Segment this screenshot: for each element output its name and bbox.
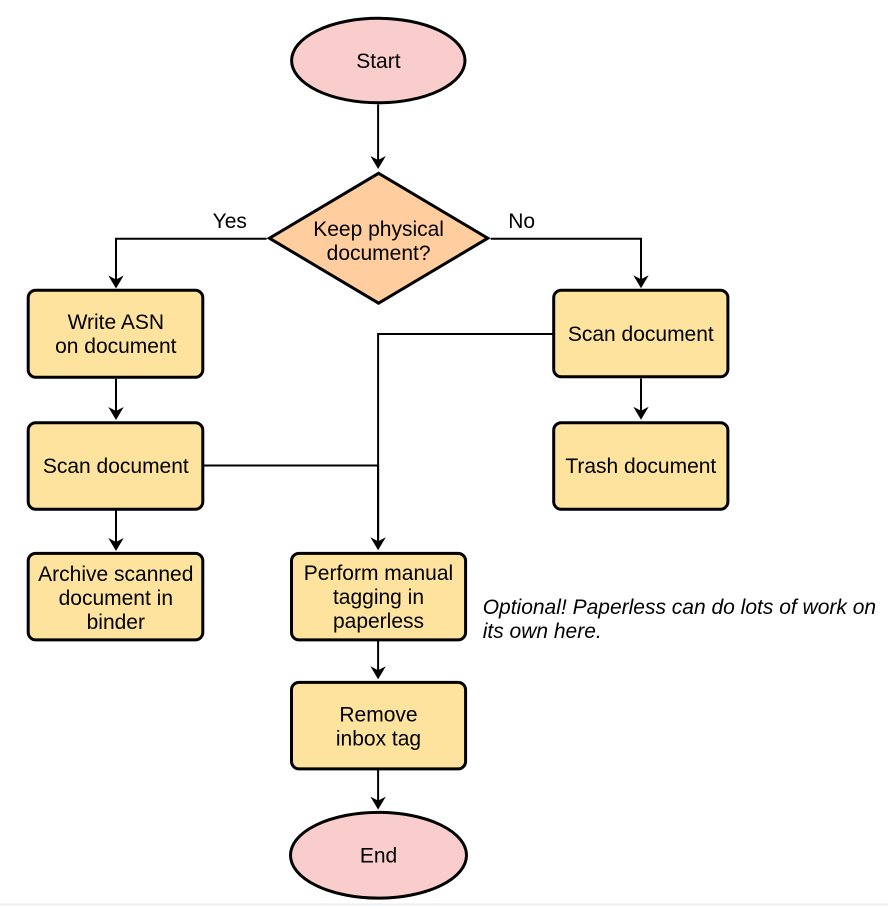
svg-text:inbox tag: inbox tag (336, 727, 421, 750)
svg-text:Archive scanned: Archive scanned (38, 563, 193, 586)
svg-text:Remove: Remove (339, 703, 417, 726)
svg-text:Trash document: Trash document (565, 455, 716, 478)
svg-text:Scan document: Scan document (568, 323, 714, 346)
svg-text:document in: document in (59, 587, 173, 610)
svg-text:document?: document? (327, 242, 431, 265)
svg-text:on document: on document (55, 335, 177, 358)
svg-text:No: No (508, 210, 535, 233)
svg-text:Yes: Yes (213, 210, 247, 233)
svg-text:End: End (360, 845, 397, 868)
svg-text:Start: Start (356, 50, 401, 73)
svg-text:Optional! Paperless can do lot: Optional! Paperless can do lots of work … (483, 596, 876, 619)
svg-text:its own here.: its own here. (483, 620, 602, 643)
svg-text:Keep physical: Keep physical (313, 218, 444, 241)
svg-text:tagging in: tagging in (333, 586, 424, 609)
svg-text:Scan document: Scan document (43, 455, 189, 478)
svg-text:Write ASN: Write ASN (68, 311, 164, 334)
svg-text:paperless: paperless (333, 610, 424, 633)
svg-text:binder: binder (87, 611, 145, 634)
svg-text:Perform manual: Perform manual (304, 562, 453, 585)
